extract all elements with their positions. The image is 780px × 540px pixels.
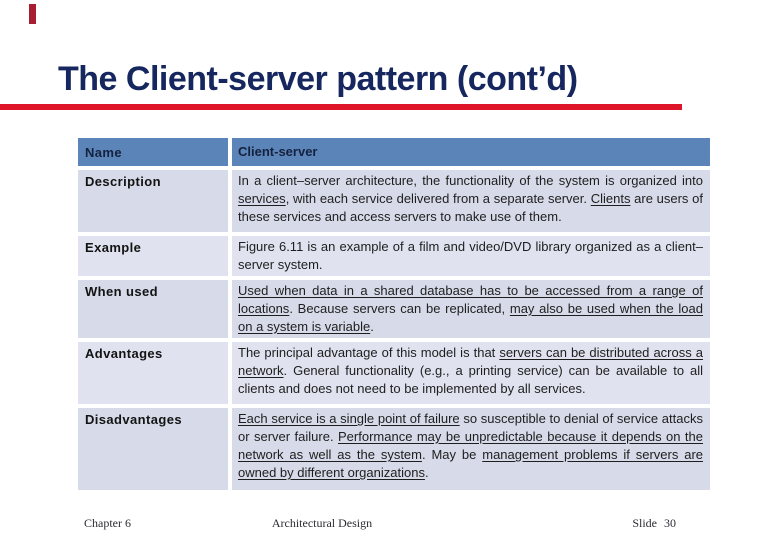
- pattern-table: Name Client-server Description In a clie…: [74, 134, 714, 494]
- footer-slide-number: Slide 30: [632, 516, 676, 530]
- table-row-advantages: Advantages The principal advantage of th…: [78, 342, 710, 404]
- table-row-disadvantages: Disadvantages Each service is a single p…: [78, 408, 710, 490]
- row-label: Example: [78, 236, 228, 276]
- row-label: Description: [78, 170, 228, 232]
- table-row-description: Description In a client–server architect…: [78, 170, 710, 232]
- footer-course-title: Architectural Design: [271, 516, 373, 530]
- table-header-row: Name Client-server: [78, 138, 710, 166]
- title-underline: [0, 104, 682, 110]
- row-label: Advantages: [78, 342, 228, 404]
- header-value-cell: Client-server: [232, 138, 710, 166]
- corner-accent-mark: [29, 4, 36, 24]
- footer-chapter: Chapter 6: [84, 516, 131, 530]
- row-label: Disadvantages: [78, 408, 228, 490]
- slide-footer: Chapter 6 Architectural Design Slide 30: [0, 514, 780, 532]
- row-content: The principal advantage of this model is…: [232, 342, 710, 404]
- table-row-when-used: When used Used when data in a shared dat…: [78, 280, 710, 338]
- row-content: Figure 6.11 is an example of a film and …: [232, 236, 710, 276]
- page-title: The Client-server pattern (cont’d): [58, 60, 578, 98]
- row-content: Used when data in a shared database has …: [232, 280, 710, 338]
- table-row-example: Example Figure 6.11 is an example of a f…: [78, 236, 710, 276]
- row-content: In a client–server architecture, the fun…: [232, 170, 710, 232]
- header-name-cell: Name: [78, 138, 228, 166]
- row-label: When used: [78, 280, 228, 338]
- row-content: Each service is a single point of failur…: [232, 408, 710, 490]
